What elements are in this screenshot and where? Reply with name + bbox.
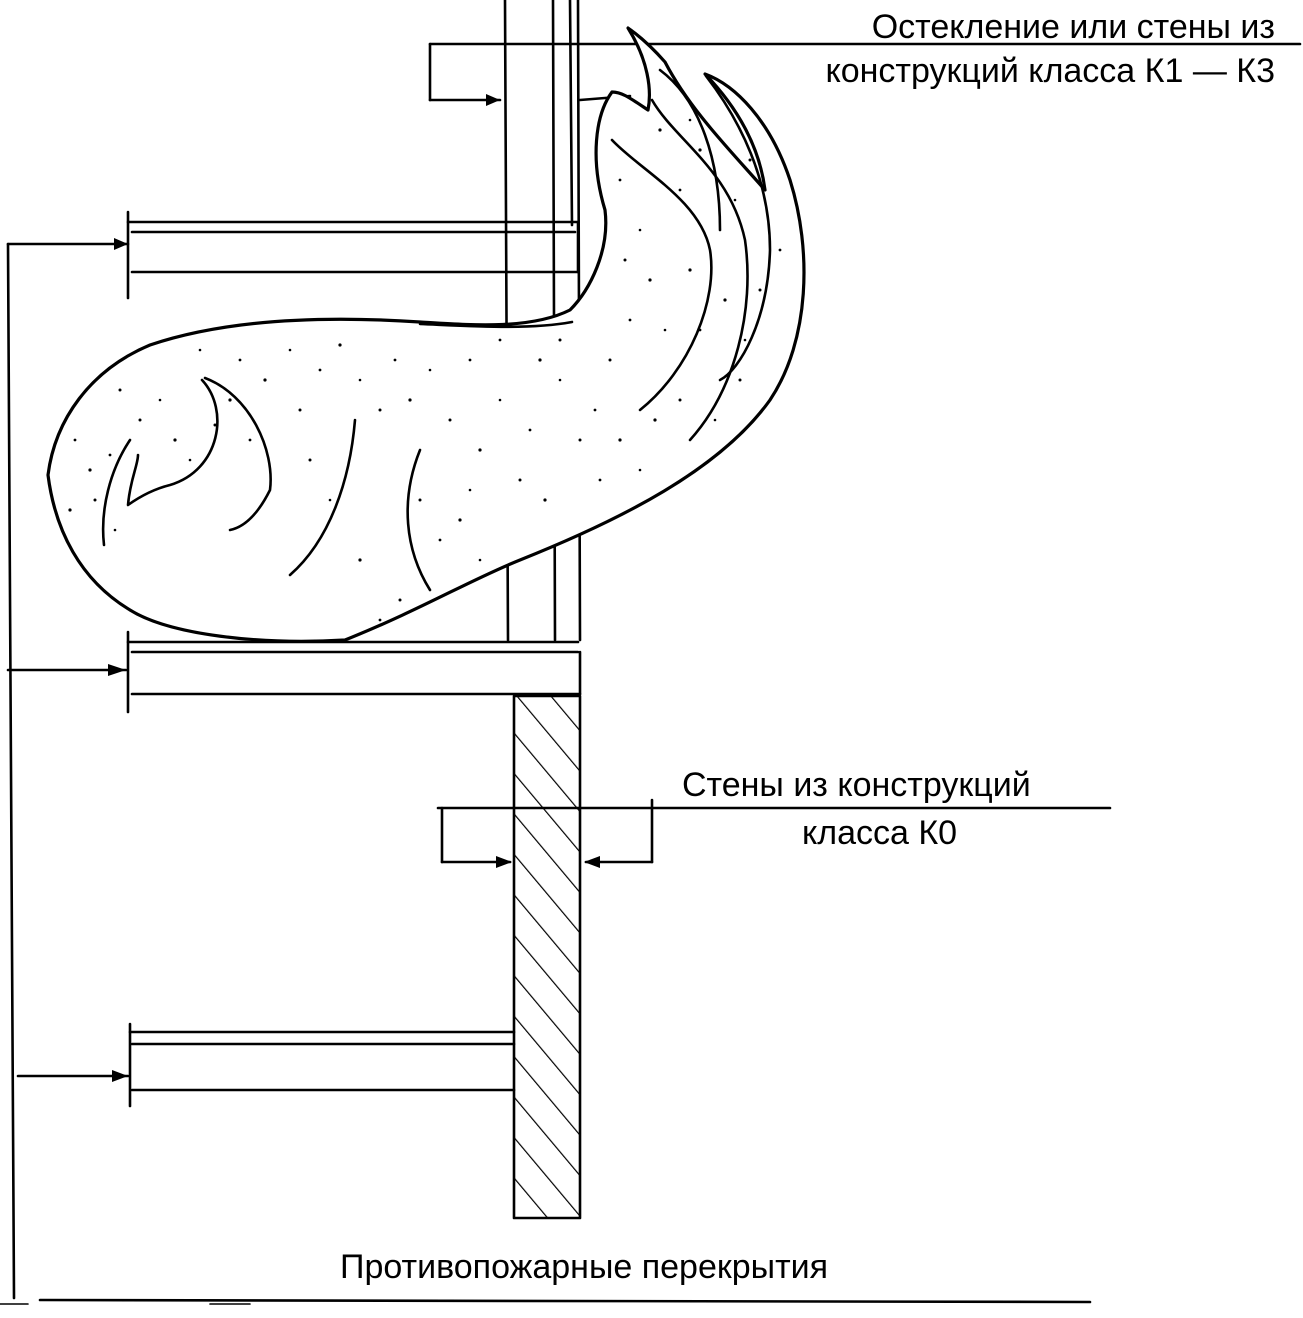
upper-label-line2: конструкций класса К1 — К3	[825, 52, 1275, 90]
arrowhead-slab1	[114, 238, 128, 250]
k0-wall-hatched	[512, 694, 582, 1220]
flame-tongue-i	[704, 74, 772, 382]
arrowhead-slab2	[108, 664, 126, 676]
lower-label-line1: Стены из конструкций	[682, 766, 1031, 804]
flame-tongue-d	[406, 448, 432, 592]
flame-tongue-g	[650, 98, 749, 442]
bottom-baseline	[38, 1298, 1092, 1304]
arrowhead-upper-callout	[486, 94, 500, 106]
flame-tongue-b	[203, 376, 272, 532]
lower-label-line2: класса К0	[802, 814, 958, 852]
flame-tongue-c	[288, 418, 357, 577]
flame-tongue-h	[658, 68, 722, 232]
glazing-line-inner-right	[568, 0, 574, 227]
flame-plume	[46, 26, 806, 643]
upper-label-line1: Остекление или стены из	[871, 8, 1275, 46]
flame-tongue-e	[101, 438, 132, 547]
bottom-label: Противопожарные перекрытия	[340, 1248, 829, 1286]
arrowhead-lower-right	[584, 856, 600, 868]
flame-tongue-a	[126, 378, 219, 507]
left-leader-vertical	[6, 242, 16, 1300]
arrowhead-lower-left	[496, 856, 512, 868]
flame-tongue-f	[610, 138, 713, 412]
flame-tongue-j	[418, 320, 574, 329]
flame-outer-body	[46, 26, 806, 643]
arrowhead-slab3	[112, 1070, 128, 1082]
flame-dot-texture	[68, 118, 782, 622]
